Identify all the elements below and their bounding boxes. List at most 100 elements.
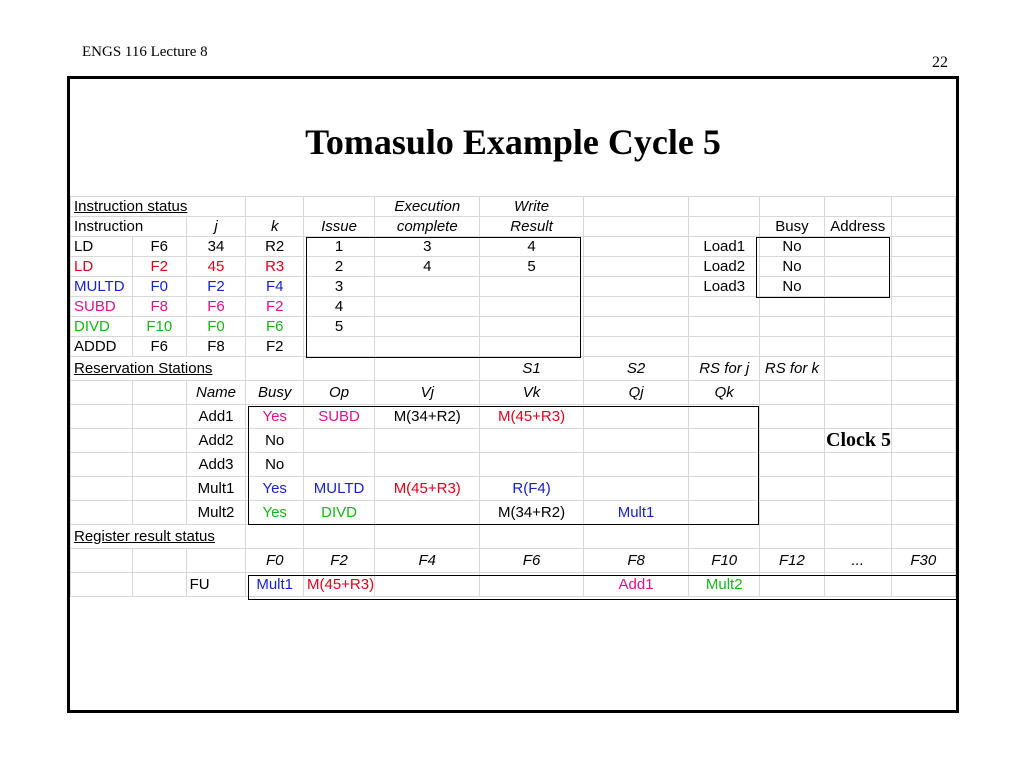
fu-f10: Mult2 xyxy=(688,572,761,597)
rs-row: Add1 Yes SUBD M(34+R2) M(45+R3) xyxy=(70,404,957,429)
load-name: Load2 xyxy=(688,256,761,277)
instr-exec xyxy=(374,316,481,337)
rs-qj: Mult1 xyxy=(582,500,690,525)
instr-op: MULTD xyxy=(70,276,133,297)
reg-f4: F4 xyxy=(374,548,481,573)
instr-write xyxy=(479,296,584,317)
rs-row: Mult2 Yes DIVD M(34+R2) Mult1 xyxy=(70,500,957,525)
instr-k: F2 xyxy=(245,336,304,357)
rs-qj xyxy=(582,428,690,453)
load-busy: No xyxy=(759,236,825,257)
col-issue: Issue xyxy=(302,216,376,237)
rs-name: Mult2 xyxy=(185,500,247,525)
col-complete: complete xyxy=(374,216,481,237)
load-address xyxy=(823,256,892,277)
rs-vj xyxy=(374,452,481,477)
instr-k: R2 xyxy=(245,236,304,257)
rs-vj: M(34+R2) xyxy=(374,404,481,429)
reg-f30: F30 xyxy=(890,548,957,573)
clock-label: Clock 5 xyxy=(826,429,891,451)
col-execution: Execution xyxy=(374,196,481,217)
col-j: j xyxy=(185,216,247,237)
slide-frame: Tomasulo Example Cycle 5 Instruction sta… xyxy=(67,76,959,713)
load-name: Load3 xyxy=(688,276,761,297)
instr-write xyxy=(479,316,584,337)
instr-exec: 4 xyxy=(374,256,481,277)
instruction-row: ADDD F6 F8 F2 xyxy=(70,336,957,357)
fu-f6 xyxy=(479,572,584,597)
reservation-stations-label: Reservation Stations xyxy=(69,356,247,381)
register-status-label: Register result status xyxy=(69,524,247,549)
reg-f12: F12 xyxy=(759,548,825,573)
rs-name: Add3 xyxy=(185,452,247,477)
instr-issue: 5 xyxy=(302,316,376,337)
reg-f0: F0 xyxy=(245,548,304,573)
instr-op: DIVD xyxy=(70,316,133,337)
col-result: Result xyxy=(479,216,584,237)
reg-f10: F10 xyxy=(688,548,761,573)
load-name: Load1 xyxy=(688,236,761,257)
instr-exec xyxy=(374,276,481,297)
fu-f4 xyxy=(374,572,481,597)
rs-vk: R(F4) xyxy=(479,476,584,501)
rs-row: Add3 No xyxy=(70,452,957,477)
instr-dest: F6 xyxy=(131,236,187,257)
col-op: Op xyxy=(302,380,376,405)
rs-op xyxy=(302,428,376,453)
col-write: Write xyxy=(479,196,584,217)
instr-j: 45 xyxy=(185,256,247,277)
instr-dest: F0 xyxy=(131,276,187,297)
instr-issue: 3 xyxy=(302,276,376,297)
instr-dest: F8 xyxy=(131,296,187,317)
instr-k: F4 xyxy=(245,276,304,297)
rs-name: Add2 xyxy=(185,428,247,453)
rs-vj: M(45+R3) xyxy=(374,476,481,501)
page-number: 22 xyxy=(932,54,948,71)
rs-qk xyxy=(688,452,761,477)
course-header: ENGS 116 Lecture 8 xyxy=(82,44,208,60)
rs-busy: Yes xyxy=(245,404,304,429)
rs-vk xyxy=(479,452,584,477)
instr-op: ADDD xyxy=(70,336,133,357)
col-vj: Vj xyxy=(374,380,481,405)
fu-f8: Add1 xyxy=(582,572,690,597)
rs-qk xyxy=(688,500,761,525)
instr-j: 34 xyxy=(185,236,247,257)
reg-ellipsis: ... xyxy=(823,548,892,573)
instruction-row: LD F2 45 R3 2 4 5 Load2 No xyxy=(70,256,957,277)
fu-f2: M(45+R3) xyxy=(302,572,376,597)
instr-dest: F2 xyxy=(131,256,187,277)
load-address xyxy=(823,276,892,297)
instr-issue xyxy=(302,336,376,357)
instr-j: F8 xyxy=(185,336,247,357)
fu-f0: Mult1 xyxy=(245,572,304,597)
instr-exec xyxy=(374,296,481,317)
instr-k: F2 xyxy=(245,296,304,317)
instr-dest: F10 xyxy=(131,316,187,337)
col-instruction: Instruction xyxy=(70,216,187,237)
rs-op: MULTD xyxy=(302,476,376,501)
instr-write: 4 xyxy=(479,236,584,257)
fu-row: FU Mult1 M(45+R3) Add1 Mult2 xyxy=(70,572,957,597)
instruction-row: LD F6 34 R2 1 3 4 Load1 No xyxy=(70,236,957,257)
instr-k: F6 xyxy=(245,316,304,337)
fu-f12 xyxy=(759,572,825,597)
col-rs-j: RS for j xyxy=(688,356,761,381)
rs-name: Mult1 xyxy=(185,476,247,501)
rs-vj xyxy=(374,428,481,453)
instr-exec: 3 xyxy=(374,236,481,257)
rs-busy: Yes xyxy=(245,476,304,501)
rs-row: Add2 No xyxy=(70,428,957,453)
rs-busy: No xyxy=(245,428,304,453)
rs-busy: No xyxy=(245,452,304,477)
load-address xyxy=(823,236,892,257)
instr-exec xyxy=(374,336,481,357)
fu-label: FU xyxy=(185,572,247,597)
instruction-row: DIVD F10 F0 F6 5 xyxy=(70,316,957,337)
reg-f2: F2 xyxy=(302,548,376,573)
instr-issue: 4 xyxy=(302,296,376,317)
col-s2: S2 xyxy=(582,356,690,381)
col-busy: Busy xyxy=(759,216,825,237)
rs-vk: M(45+R3) xyxy=(479,404,584,429)
rs-qk xyxy=(688,428,761,453)
